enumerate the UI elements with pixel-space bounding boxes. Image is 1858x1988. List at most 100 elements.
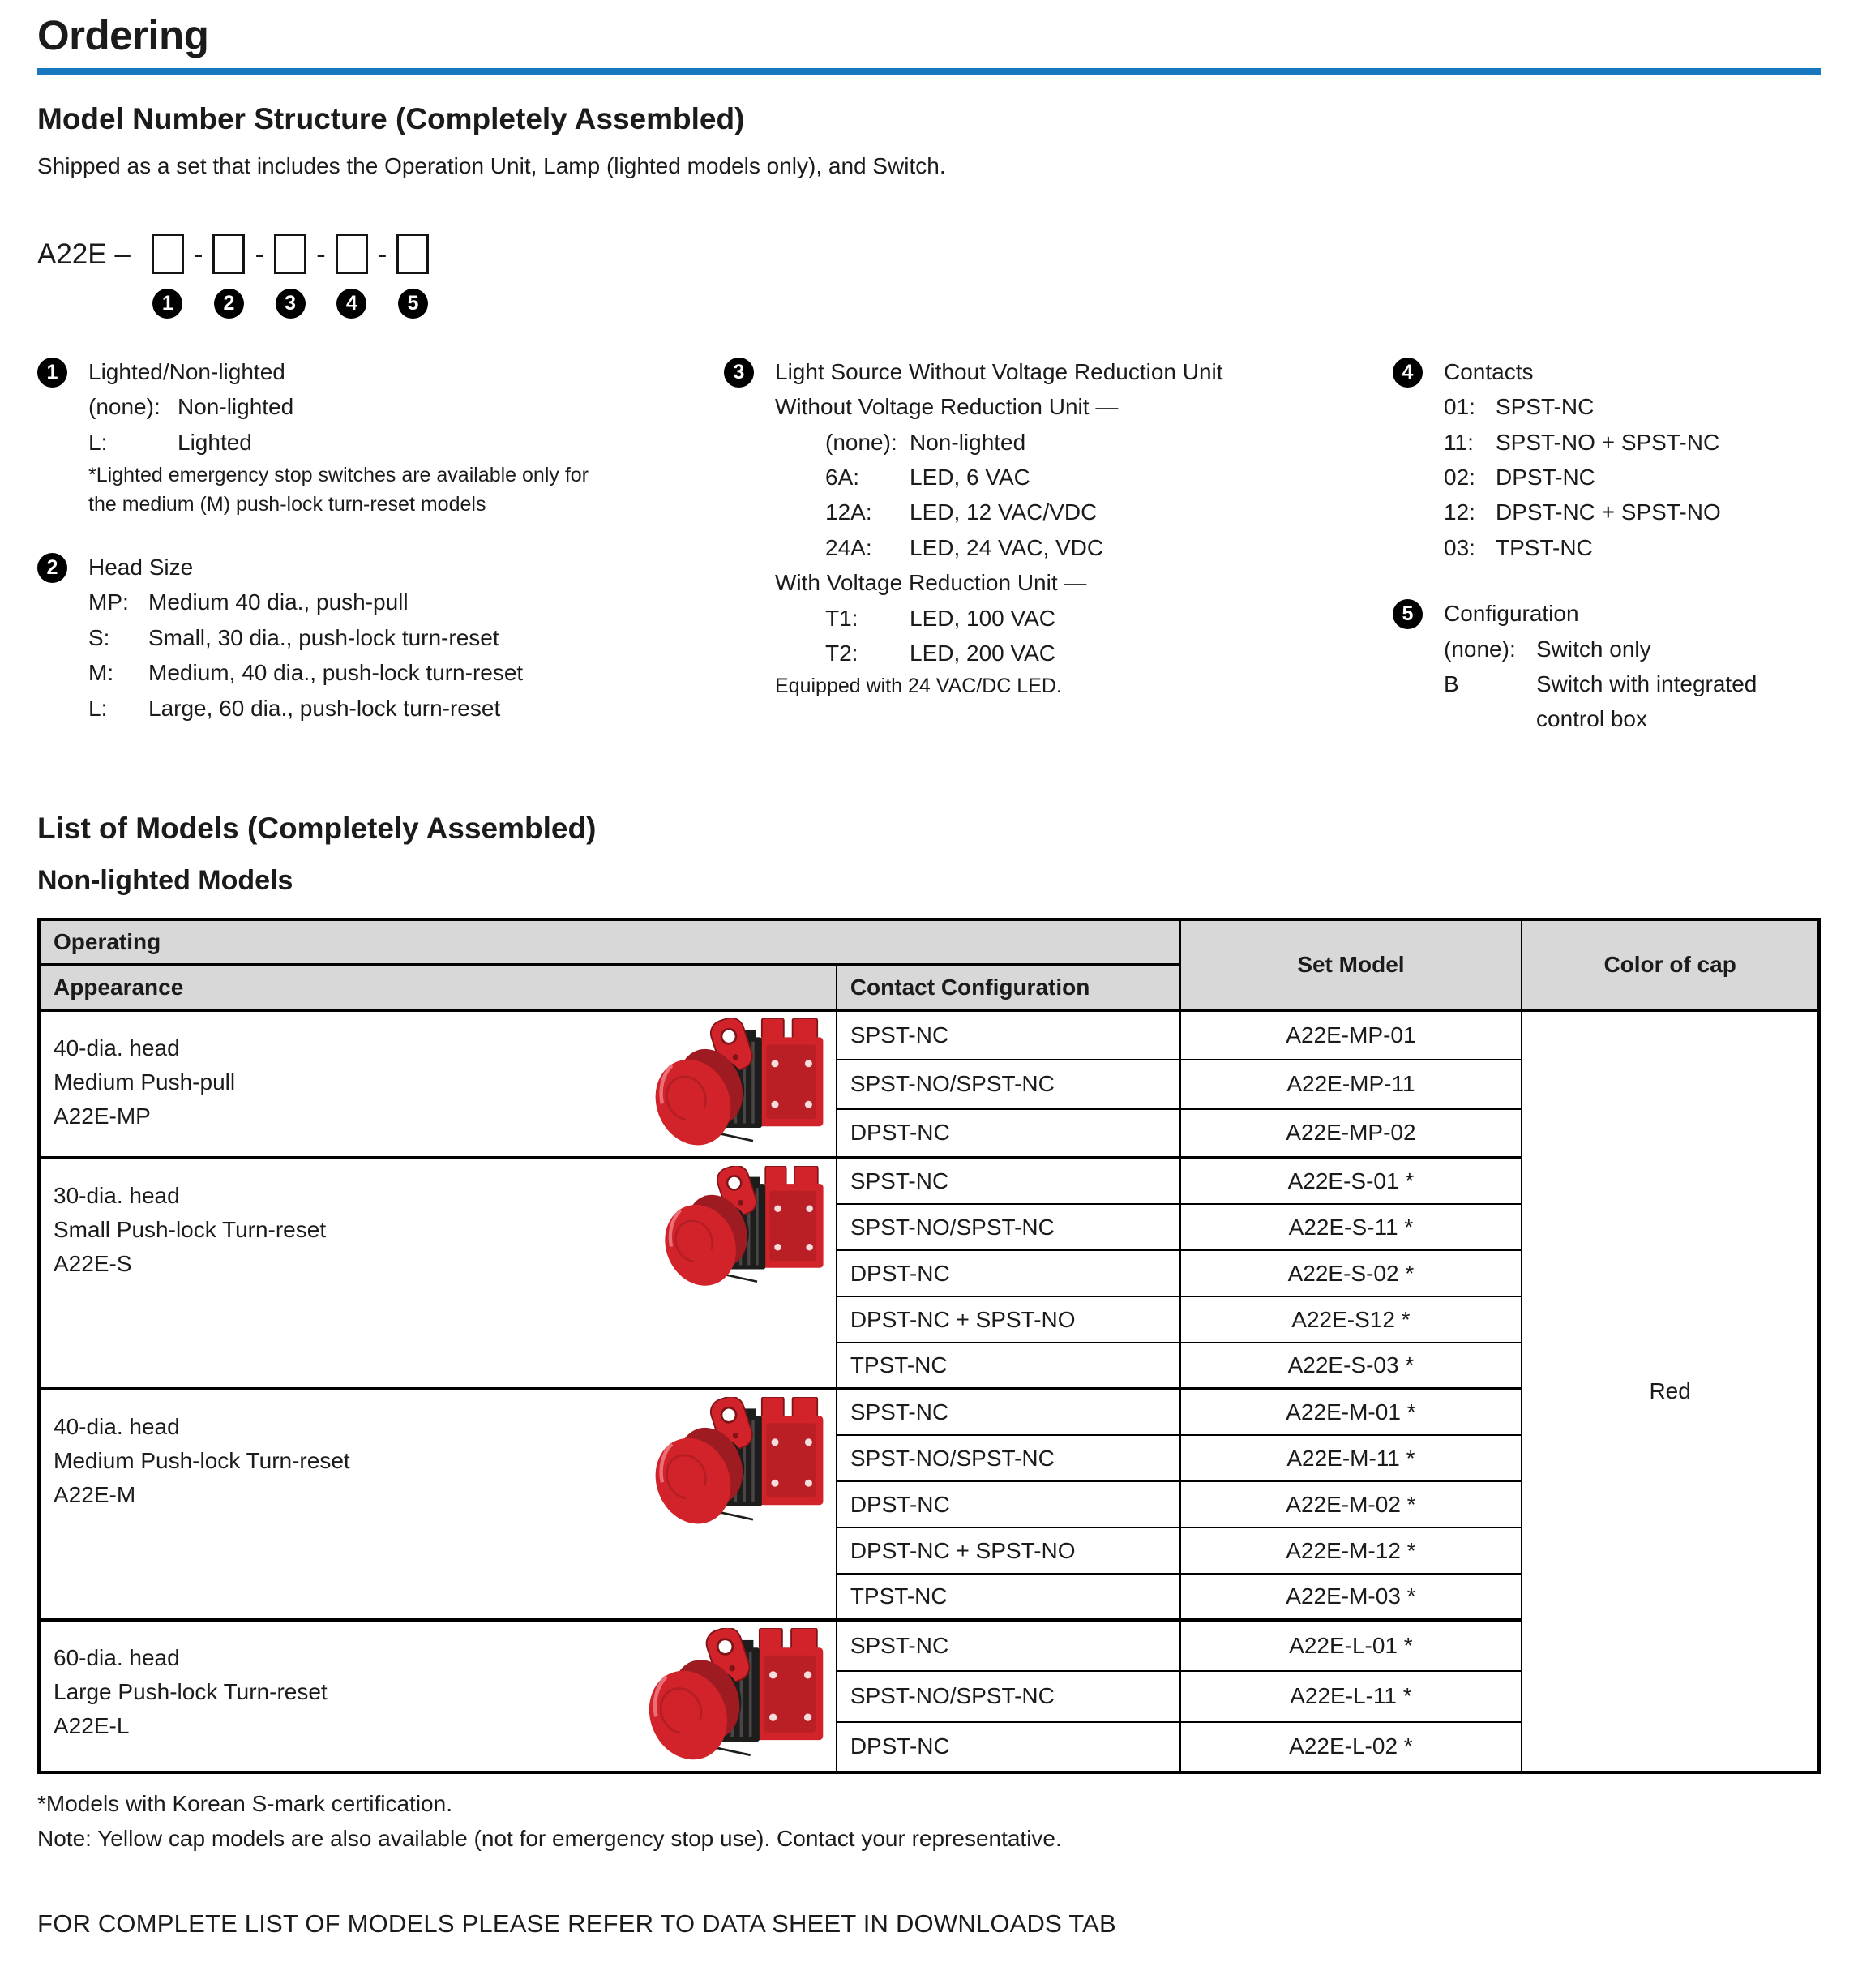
appearance-cell-a22e-l: 60-dia. head Large Push-lock Turn-reset …: [38, 1618, 837, 1774]
model-structure-intro: Shipped as a set that includes the Opera…: [37, 152, 946, 178]
table-row: 60-dia. head Large Push-lock Turn-reset …: [38, 1618, 1819, 1774]
spec-entry: (none): Switch only: [1444, 636, 1651, 662]
spec-entry: 12A: LED, 12 VAC/VDC: [825, 499, 1098, 525]
contact-cell: TPST-NC: [835, 1342, 1181, 1390]
set-model-cell: A22E-L-11 *: [1179, 1669, 1523, 1723]
contact-cell: TPST-NC: [835, 1573, 1181, 1622]
spec-3-badge: 3: [724, 357, 754, 388]
contact-cell: DPST-NC + SPST-NO: [835, 1296, 1181, 1344]
set-model-cell: A22E-MP-01: [1179, 1009, 1523, 1060]
dash-separator: -: [316, 238, 326, 270]
spec-column-1: 1 Lighted/Non-lighted (none): Non-lighte…: [37, 354, 724, 768]
contact-cell: SPST-NC: [835, 1387, 1181, 1437]
dash-separator: -: [377, 238, 387, 270]
cap-color-cell: Red: [1521, 1009, 1820, 1774]
page-title: Ordering: [37, 12, 209, 58]
spec-3-note: Equipped with 24 VAC/DC LED.: [775, 675, 1062, 698]
spec-1-title: Lighted/Non-lighted: [88, 358, 285, 384]
spec-section: 1 Lighted/Non-lighted (none): Non-lighte…: [37, 354, 1821, 768]
set-model-cell: A22E-M-11 *: [1179, 1434, 1523, 1483]
dash-separator: -: [255, 238, 265, 270]
set-model-cell: A22E-MP-11: [1179, 1058, 1523, 1110]
spec-entry: (none): Non-lighted: [88, 394, 294, 420]
appearance-cell-a22e-m: 40-dia. head Medium Push-lock Turn-reset…: [38, 1387, 837, 1622]
contact-cell: DPST-NC: [835, 1480, 1181, 1529]
table-row: SPST-NO/SPST-NC A22E-MP-11: [39, 1058, 1819, 1110]
spec-entry: 02: DPST-NC: [1444, 465, 1595, 490]
spec-2-title: Head Size: [88, 555, 194, 580]
contact-cell: SPST-NC: [835, 1156, 1181, 1206]
col-header-color-of-cap: Color of cap: [1521, 919, 1820, 1012]
set-model-cell: A22E-S-11 *: [1179, 1203, 1523, 1252]
spec-entry: 12: DPST-NC + SPST-NO: [1444, 499, 1721, 525]
estop-switch-image: [644, 1628, 826, 1764]
col-header-contact-configuration: Contact Configuration: [835, 964, 1181, 1013]
spec-entry: 24A: LED, 24 VAC, VDC: [825, 534, 1104, 560]
contact-cell: SPST-NO/SPST-NC: [835, 1203, 1181, 1252]
spec-entry: 01: SPST-NC: [1444, 394, 1595, 420]
list-of-models-heading: List of Models (Completely Assembled): [37, 811, 597, 845]
contact-cell: SPST-NC: [835, 1618, 1181, 1672]
position-5-badge: 5: [397, 288, 428, 319]
spec-entry: MP: Medium 40 dia., push-pull: [88, 589, 409, 615]
table-row: DPST-NC A22E-L-02 *: [39, 1720, 1819, 1774]
light-group-with: With Voltage Reduction Unit —: [775, 570, 1087, 596]
spec-item-contacts: 4 Contacts 01: SPST-NC 11: SPST-NO + SPS…: [1393, 354, 1821, 565]
position-1-badge: 1: [152, 288, 183, 319]
spec-2-badge: 2: [37, 553, 67, 583]
spec-4-badge: 4: [1393, 357, 1423, 388]
model-digit-box: [335, 233, 368, 274]
set-model-cell: A22E-M-01 *: [1179, 1387, 1523, 1437]
estop-switch-image: [661, 1166, 826, 1290]
model-digit-box: [396, 233, 430, 274]
table-row: DPST-NC A22E-MP-02: [39, 1108, 1819, 1159]
spec-entry: (none): Non-lighted: [825, 429, 1026, 455]
model-digit-slot: 3: [274, 233, 307, 319]
table-row: 40-dia. head Medium Push-lock Turn-reset…: [38, 1387, 1819, 1622]
contact-cell: SPST-NC: [835, 1009, 1181, 1060]
table-row: SPST-NO/SPST-NC A22E-M-11 *: [39, 1434, 1819, 1483]
spec-entry: L: Large, 60 dia., push-lock turn-reset: [88, 695, 501, 721]
position-3-badge: 3: [275, 288, 306, 319]
estop-switch-image: [651, 1397, 826, 1528]
table-row: TPST-NC A22E-M-03 *: [39, 1573, 1819, 1622]
download-notice: FOR COMPLETE LIST OF MODELS PLEASE REFER…: [37, 1909, 1116, 1939]
contact-cell: SPST-NO/SPST-NC: [835, 1669, 1181, 1723]
position-4-badge: 4: [336, 288, 367, 319]
model-digit-box: [151, 233, 184, 274]
spec-column-2: 3 Light Source Without Voltage Reduction…: [724, 354, 1393, 768]
spec-entry: M: Medium, 40 dia., push-lock turn-reset: [88, 660, 524, 686]
spec-entry: 03: TPST-NC: [1444, 534, 1593, 560]
spec-5-title: Configuration: [1444, 601, 1579, 627]
appearance-cell-a22e-mp: 40-dia. head Medium Push-pull A22E-MP: [38, 1009, 837, 1159]
spec-entry: T1: LED, 100 VAC: [825, 605, 1056, 631]
spec-column-3: 4 Contacts 01: SPST-NC 11: SPST-NO + SPS…: [1393, 354, 1821, 768]
spec-entry: 11: SPST-NO + SPST-NC: [1444, 429, 1720, 455]
spec-5-badge: 5: [1393, 599, 1423, 630]
model-prefix: A22E –: [37, 238, 131, 270]
contact-cell: SPST-NO/SPST-NC: [835, 1434, 1181, 1483]
set-model-cell: A22E-S-02 *: [1179, 1249, 1523, 1298]
model-digit-slot: 4: [335, 233, 368, 319]
set-model-cell: A22E-L-02 *: [1179, 1720, 1523, 1774]
set-model-cell: A22E-L-01 *: [1179, 1618, 1523, 1672]
table-row: SPST-NO/SPST-NC A22E-L-11 *: [39, 1669, 1819, 1723]
footnote-kmark: *Models with Korean S-mark certification…: [37, 1791, 452, 1817]
dash-separator: -: [193, 238, 203, 270]
model-digit-slot: 2: [212, 233, 246, 319]
contact-cell: SPST-NO/SPST-NC: [835, 1058, 1181, 1110]
spec-1-badge: 1: [37, 357, 67, 388]
footnote-yellow-cap: Note: Yellow cap models are also availab…: [37, 1825, 1062, 1851]
spec-entry: S: Small, 30 dia., push-lock turn-reset: [88, 624, 499, 650]
model-digit-box: [212, 233, 246, 274]
table-row: DPST-NC + SPST-NO A22E-M-12 *: [39, 1527, 1819, 1575]
set-model-cell: A22E-S12 *: [1179, 1296, 1523, 1344]
col-header-appearance: Appearance: [38, 964, 837, 1013]
light-group-without: Without Voltage Reduction Unit —: [775, 394, 1119, 420]
spec-entry: B Switch with integrated control box: [1444, 671, 1757, 732]
spec-3-title: Light Source Without Voltage Reduction U…: [775, 358, 1223, 384]
table-row: DPST-NC + SPST-NO A22E-S12 *: [39, 1296, 1819, 1344]
table-row: TPST-NC A22E-S-03 *: [39, 1342, 1819, 1390]
position-2-badge: 2: [213, 288, 244, 319]
model-structure-heading: Model Number Structure (Completely Assem…: [37, 102, 745, 136]
